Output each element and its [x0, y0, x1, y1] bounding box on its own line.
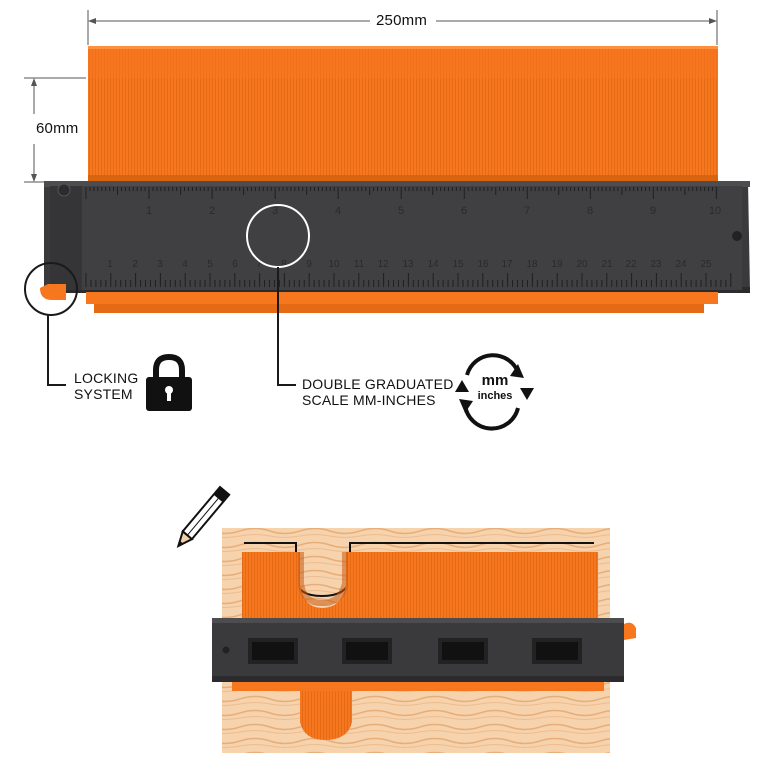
scale-number: 12	[377, 259, 389, 270]
ruler-screw	[732, 231, 742, 241]
ruler-screw	[57, 183, 71, 197]
locking-system-label: LOCKING SYSTEM	[74, 370, 138, 402]
scale-number: 5	[207, 259, 213, 270]
locking-label-line1: LOCKING	[74, 370, 139, 386]
scale-number: 24	[675, 259, 687, 270]
scale-number: 3	[272, 205, 278, 217]
height-label: 60mm	[36, 120, 79, 137]
scale-number: 11	[354, 259, 365, 270]
scale-number: 15	[452, 259, 464, 270]
orange-pins-lower-bump	[300, 691, 352, 740]
width-label: 250mm	[376, 12, 428, 29]
double-scale-label: DOUBLE GRADUATED SCALE MM-INCHES	[302, 376, 454, 408]
scale-numbers-mm: 1 2 3 4 5 6 7 8 9 10 11 12 13 14 15 16 1…	[107, 259, 712, 270]
width-dimension	[87, 10, 718, 45]
padlock-icon	[146, 353, 192, 411]
scale-number: 20	[576, 259, 588, 270]
scale-number: 1	[146, 205, 152, 217]
orange-pins-profile	[242, 552, 598, 622]
orange-pins-top	[88, 46, 718, 183]
scale-number: 8	[587, 205, 593, 217]
orange-pins-bottom-edge	[232, 682, 604, 691]
scale-number: 5	[398, 205, 404, 217]
scale-number: 10	[709, 205, 721, 217]
scale-number: 23	[650, 259, 662, 270]
scale-number: 4	[335, 205, 341, 217]
scale-number: 18	[526, 259, 538, 270]
lock-tab	[40, 284, 66, 300]
scale-number: 9	[306, 259, 312, 270]
scale-number: 16	[477, 259, 489, 270]
scale-ticks-top	[85, 187, 717, 199]
scale-number: 10	[328, 259, 340, 270]
orange-pins-bottom	[86, 292, 718, 313]
scale-ticks-bottom	[85, 273, 732, 287]
scale-number: 8	[281, 259, 287, 270]
badge-inches-text: inches	[477, 390, 513, 402]
height-dimension	[24, 77, 86, 183]
usage-illustration	[176, 485, 636, 753]
scale-number: 3	[157, 259, 163, 270]
scale-number: 25	[700, 259, 712, 270]
scale-label-line1: DOUBLE GRADUATED	[302, 376, 454, 392]
scale-number: 17	[501, 259, 513, 270]
locking-callout-circle	[24, 262, 78, 316]
scale-number: 22	[625, 259, 637, 270]
scale-number: 2	[132, 259, 138, 270]
scale-number: 2	[209, 205, 215, 217]
ruler-body	[44, 181, 750, 293]
scale-number: 1	[107, 259, 113, 270]
gauge-illustration: 1 2 3 4 5 6 7 8 9 10 1 2 3 4 5 6 7 8 9 1…	[24, 10, 750, 431]
scale-number: 4	[182, 259, 188, 270]
pencil-icon	[176, 485, 231, 548]
scale-number: 14	[427, 259, 439, 270]
scale-number: 9	[650, 205, 656, 217]
scale-number: 13	[402, 259, 414, 270]
scale-number: 7	[256, 259, 262, 270]
scale-number: 21	[601, 259, 613, 270]
scale-label-line2: SCALE MM-INCHES	[302, 392, 436, 408]
scale-number: 6	[461, 205, 467, 217]
gauge-body-bottom	[212, 618, 624, 682]
scale-number: 6	[232, 259, 238, 270]
scale-numbers-inches: 1 2 3 4 5 6 7 8 9 10	[146, 205, 721, 217]
locking-label-line2: SYSTEM	[74, 386, 133, 402]
badge-mm-text: mm	[481, 372, 509, 389]
mm-inches-badge-icon	[455, 353, 534, 431]
scale-number: 7	[524, 205, 530, 217]
lock-tab-right	[624, 622, 636, 640]
scale-leader-line	[277, 267, 296, 386]
scale-number: 19	[551, 259, 563, 270]
locking-leader-line	[47, 315, 66, 386]
